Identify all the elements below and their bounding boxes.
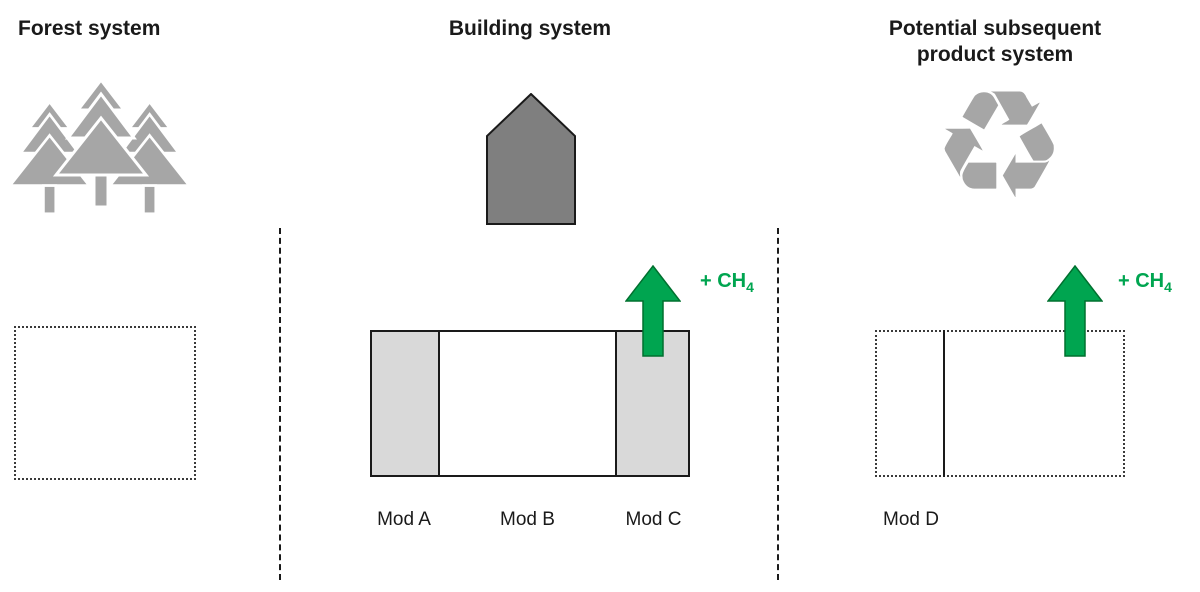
module-d-divider-line (943, 330, 945, 477)
methane-label-prefix: + CH (700, 270, 747, 292)
methane-label-building: + CH4 (700, 270, 754, 295)
module-d-label: Mod D (883, 509, 939, 530)
methane-label-subscript: 4 (746, 279, 754, 295)
methane-label-subsequent: + CH4 (1118, 270, 1172, 295)
module-c-label: Mod C (625, 509, 682, 530)
methane-arrow-subsequent (1047, 265, 1103, 357)
module-b-label: Mod B (500, 509, 555, 530)
building-system-title: Building system (448, 17, 612, 40)
forest-system-box (14, 326, 196, 480)
system-boundary-divider-left (279, 228, 281, 580)
building-module-labels: Mod A Mod B Mod C (370, 509, 690, 531)
module-b-block (440, 332, 617, 475)
pine-trees-icon (10, 78, 191, 216)
system-boundary-divider-right (777, 228, 779, 580)
methane-label-subscript: 4 (1164, 279, 1172, 295)
subsequent-product-system-title: Potential subsequent product system (888, 17, 1102, 67)
module-a-block (372, 332, 440, 475)
methane-arrow-building (625, 265, 681, 357)
methane-label-prefix: + CH (1118, 270, 1165, 292)
module-a-label: Mod A (377, 509, 431, 530)
recycle-icon: ♻ (932, 59, 1067, 233)
forest-system-title: Forest system (18, 17, 161, 40)
house-icon (486, 93, 576, 225)
